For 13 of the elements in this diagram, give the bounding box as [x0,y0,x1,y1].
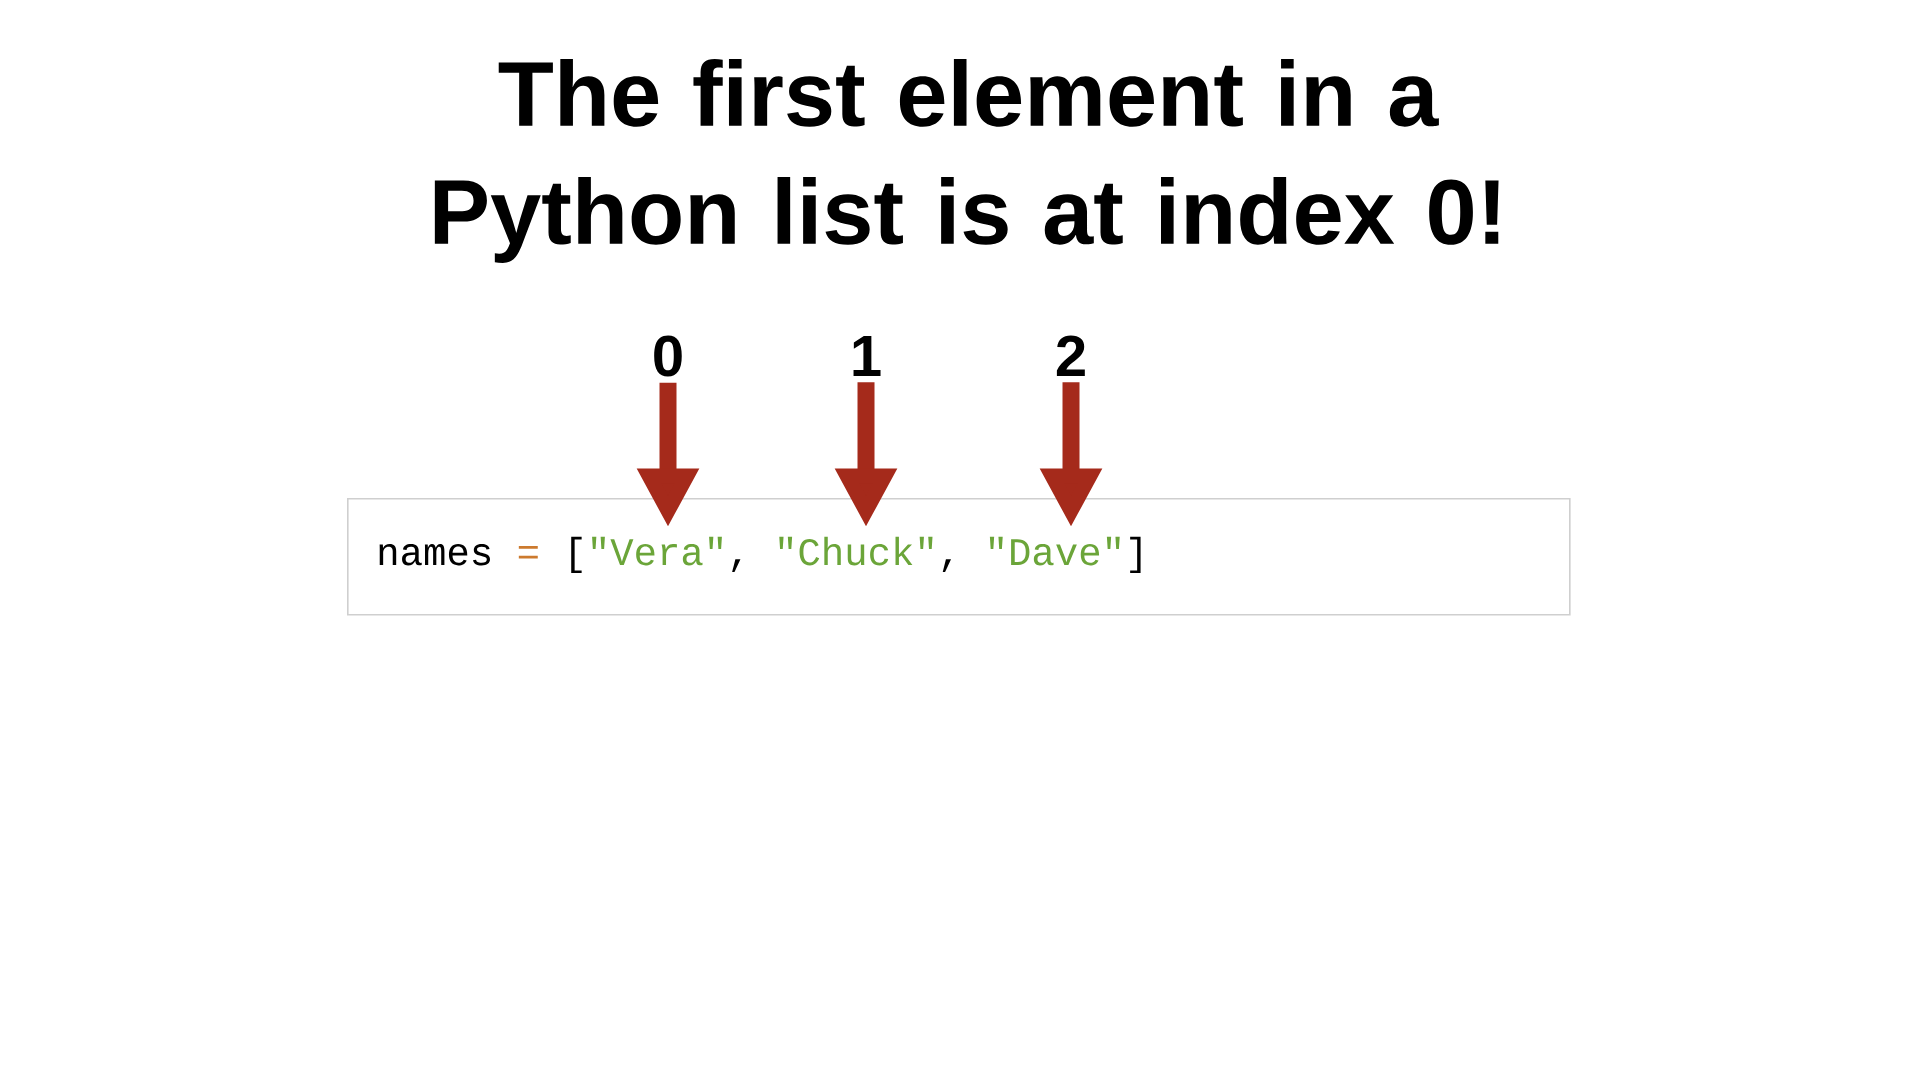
index-number: 0 [654,335,682,377]
code-text: [ [571,536,582,574]
code-text: , [942,559,951,572]
string-literal: "Chuck" [779,536,933,566]
string-literal: "Dave" [989,536,1120,566]
title: The first element in a Python list is at index 0! [434,59,1499,263]
code-text: , [732,559,741,572]
code-text: = [518,545,538,559]
code-text: ] [1130,536,1141,574]
string-literal: "Vera" [592,536,722,566]
index-number: 1 [853,336,881,376]
code-text: names [379,544,490,566]
index-number: 2 [1056,335,1085,376]
